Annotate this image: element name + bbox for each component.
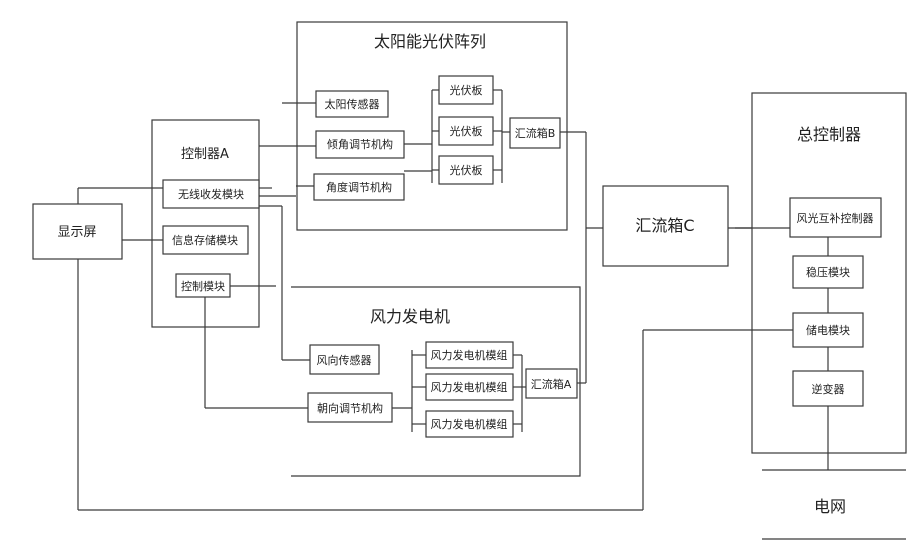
wind-sensor-label: 风向传感器	[317, 353, 372, 367]
controller-a-title: 控制器A	[181, 147, 229, 162]
combiner-c-box: 汇流箱C	[603, 186, 728, 266]
storage-module-a-box: 信息存储模块	[163, 226, 248, 254]
display-box: 显示屏	[33, 204, 122, 259]
complementary-controller-box: 风光互补控制器	[790, 198, 881, 237]
wind-generator-module-label: 风力发电机模组	[431, 417, 508, 431]
pv-panel-box: 光伏板	[439, 117, 493, 145]
wind-generator-title: 风力发电机	[370, 307, 450, 326]
wireless-module-box: 无线收发模块	[163, 180, 259, 208]
tilt-mechanism-label: 倾角调节机构	[327, 137, 393, 151]
wind-generator-module-label: 风力发电机模组	[431, 380, 508, 394]
storage-module-a-label: 信息存储模块	[172, 233, 238, 247]
grid-label: 电网	[814, 497, 846, 516]
tilt-mechanism-box: 倾角调节机构	[316, 131, 404, 158]
boost-module-label: 稳压模块	[806, 265, 850, 279]
yaw-mechanism-box: 朝向调节机构	[308, 393, 392, 422]
azimuth-mechanism-label: 角度调节机构	[326, 180, 392, 194]
wireless-module-label: 无线收发模块	[178, 187, 244, 201]
yaw-mechanism-label: 朝向调节机构	[317, 401, 383, 415]
storage-module-box: 储电模块	[793, 313, 863, 347]
pv-panel-label: 光伏板	[450, 124, 483, 138]
wind-generator-module-box: 风力发电机模组	[426, 374, 513, 400]
solar-array-title: 太阳能光伏阵列	[374, 32, 486, 51]
boost-module-box: 稳压模块	[793, 256, 863, 288]
combiner-b-box: 汇流箱B	[510, 118, 560, 148]
control-module-label: 控制模块	[181, 279, 225, 293]
combiner-a-box: 汇流箱A	[526, 369, 577, 398]
pv-panel-box: 光伏板	[439, 156, 493, 184]
complementary-controller-label: 风光互补控制器	[797, 211, 874, 225]
combiner-b-label: 汇流箱B	[515, 126, 556, 140]
wind-generator-module-label: 风力发电机模组	[431, 348, 508, 362]
master-controller-title: 总控制器	[797, 125, 861, 144]
sun-sensor-label: 太阳传感器	[325, 98, 380, 111]
pv-panel-label: 光伏板	[450, 163, 483, 177]
inverter-box: 逆变器	[793, 371, 863, 406]
azimuth-mechanism-box: 角度调节机构	[314, 174, 404, 200]
wind-generator-module-box: 风力发电机模组	[426, 411, 513, 437]
inverter-label: 逆变器	[812, 382, 845, 396]
display-label: 显示屏	[57, 225, 96, 240]
pv-panel-label: 光伏板	[450, 83, 483, 97]
pv-panel-box: 光伏板	[439, 76, 493, 104]
wind-sensor-box: 风向传感器	[310, 345, 379, 374]
wind-generator-module-box: 风力发电机模组	[426, 342, 513, 368]
combiner-c-label: 汇流箱C	[635, 216, 694, 235]
storage-module-label: 储电模块	[806, 323, 850, 337]
sun-sensor-box: 太阳传感器	[316, 91, 388, 117]
control-module-box: 控制模块	[176, 274, 230, 297]
combiner-a-label: 汇流箱A	[531, 377, 572, 391]
